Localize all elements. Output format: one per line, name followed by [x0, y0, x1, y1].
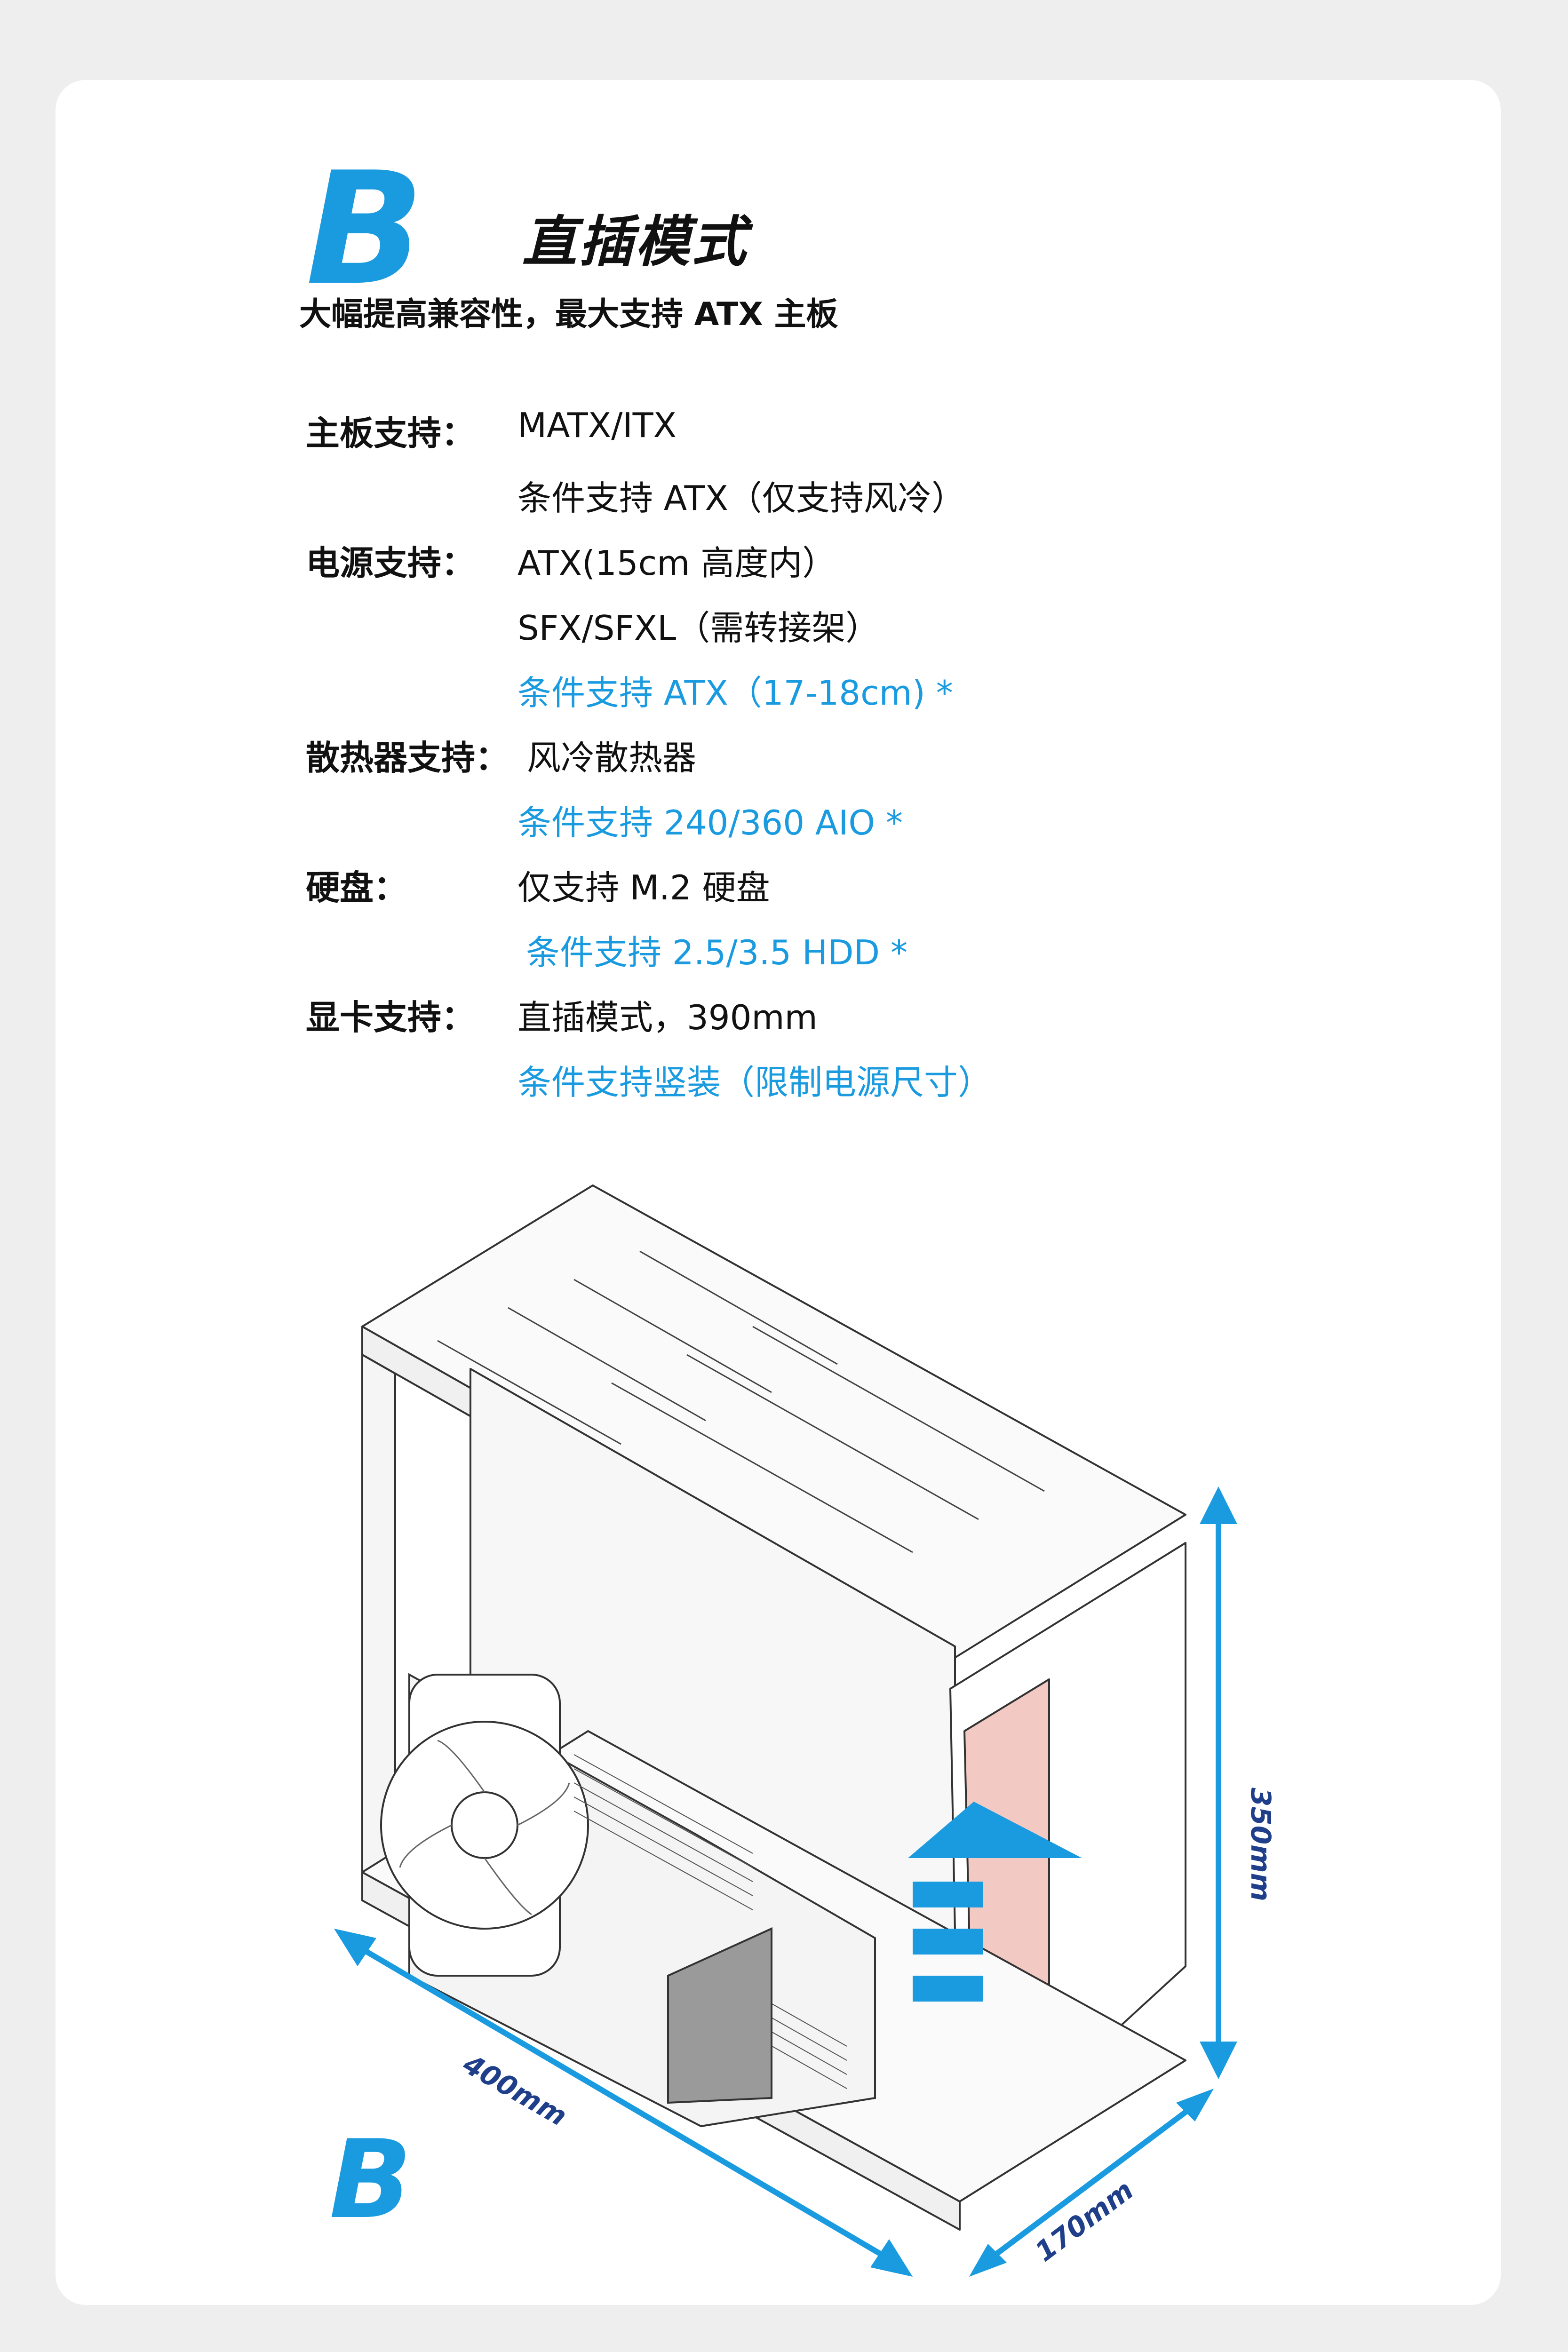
spec-value: ATX(15cm 高度内）	[517, 543, 836, 583]
spec-value: 仅支持 M.2 硬盘	[517, 868, 770, 907]
spec-value-conditional: 条件支持竖装（限制电源尺寸）	[517, 1063, 992, 1102]
gpu-illustration	[380, 1673, 876, 2128]
mode-b-logo: B	[306, 139, 424, 319]
spec-value: 风冷散热器	[527, 738, 697, 778]
spec-label-storage: 硬盘：	[306, 868, 408, 907]
spec-value-conditional: 条件支持 2.5/3.5 HDD *	[526, 933, 907, 972]
page-subtitle: 大幅提高兼容性，最大支持 ATX 主板	[299, 296, 838, 333]
spec-value-conditional: 条件支持 ATX（17-18cm) *	[517, 673, 953, 713]
spec-label-cooler: 散热器支持：	[306, 738, 509, 778]
pc-case-illustration: 400mm 170mm 350mm	[334, 1184, 1277, 2277]
spec-label-motherboard: 主板支持：	[306, 413, 476, 453]
airflow-arrow	[908, 1802, 1082, 2002]
dim-height: 350mm	[1245, 1788, 1277, 1901]
dimension-arrows	[334, 1486, 1237, 2277]
spec-value: MATX/ITX	[517, 405, 677, 445]
spec-value: SFX/SFXL（需转接架）	[517, 608, 880, 648]
page-title: 直插模式	[522, 210, 748, 274]
mode-b-logo-small: B	[329, 2117, 412, 2243]
spec-label-gpu: 显卡支持：	[306, 998, 476, 1037]
spec-label-psu: 电源支持：	[306, 543, 476, 583]
spec-value: 条件支持 ATX（仅支持风冷）	[517, 478, 965, 518]
spec-value: 直插模式，390mm	[517, 998, 818, 1037]
spec-value-conditional: 条件支持 240/360 AIO *	[517, 803, 903, 842]
